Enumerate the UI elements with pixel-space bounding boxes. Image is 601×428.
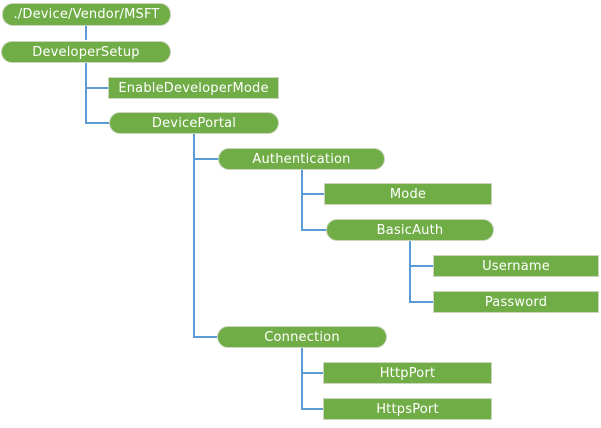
connector-elbow-deviceportal: [85, 122, 110, 124]
node-label: Username: [482, 258, 550, 274]
node-deviceportal: DevicePortal: [109, 112, 279, 134]
connector-msft-developersetup: [85, 26, 87, 40]
node-enabledevelopermode: EnableDeveloperMode: [108, 77, 279, 99]
node-label: ./Device/Vendor/MSFT: [13, 7, 160, 22]
connector-trunk-connection: [301, 348, 303, 410]
node-password: Password: [433, 291, 599, 313]
node-username: Username: [433, 255, 599, 277]
node-label: DevicePortal: [151, 115, 237, 131]
node-device-vendor-msft: ./Device/Vendor/MSFT: [2, 3, 171, 26]
node-httpsport: HttpsPort: [323, 398, 492, 420]
connector-elbow-password: [409, 301, 434, 303]
node-label: Mode: [389, 186, 427, 202]
connector-elbow-httpport: [301, 372, 324, 374]
node-httpport: HttpPort: [323, 362, 492, 384]
node-label: Authentication: [252, 151, 351, 167]
node-basicauth: BasicAuth: [326, 219, 494, 241]
connector-elbow-authentication: [193, 158, 219, 160]
node-developersetup: DeveloperSetup: [1, 41, 171, 63]
node-label: Connection: [264, 329, 340, 345]
node-label: EnableDeveloperMode: [118, 80, 269, 96]
connector-elbow-basicauth: [301, 229, 327, 231]
node-label: HttpPort: [379, 365, 436, 381]
connector-trunk-basicauth: [409, 241, 411, 303]
connector-elbow-enabledevelopermode: [85, 87, 109, 89]
connector-trunk-authentication: [301, 170, 303, 231]
node-label: BasicAuth: [376, 222, 444, 238]
node-mode: Mode: [324, 183, 492, 205]
node-label: DeveloperSetup: [32, 44, 140, 60]
node-label: HttpsPort: [376, 401, 439, 417]
connector-trunk-deviceportal: [193, 134, 195, 338]
connector-elbow-connection: [193, 336, 218, 338]
node-connection: Connection: [217, 326, 387, 348]
node-authentication: Authentication: [218, 148, 385, 170]
node-label: Password: [484, 294, 548, 310]
connector-elbow-username: [409, 265, 434, 267]
connector-trunk-developersetup: [85, 63, 87, 124]
connector-elbow-mode: [301, 193, 325, 195]
connector-elbow-httpsport: [301, 408, 324, 410]
